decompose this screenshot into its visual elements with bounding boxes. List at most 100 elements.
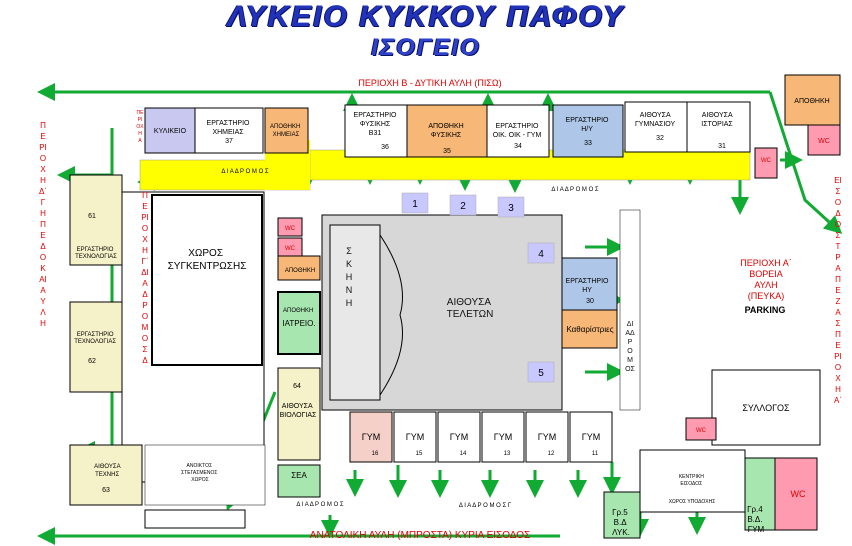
chem-lab-label: ΕΡΓΑΣΤΗΡΙΟ ΧΗΜΕΙΑΣ 37: [207, 120, 252, 145]
cs-lab-30-line-2: ΗΥ: [582, 287, 592, 294]
wc-ne2-room: [754, 147, 778, 179]
tech-lab-61-line-1: 61: [88, 213, 96, 220]
area-bottom-label: ΑΝΑΤΟΛΙΚΗ ΑΥΛΗ (ΜΠΡΟΣΤΑ) ΚΥΡΙΑ ΕΙΣΟΔΟΣ: [309, 530, 531, 541]
tech-lab-62-line-2: ΤΕΧΝΟΛΟΓΙΑΣ: [74, 339, 116, 345]
phys-lab-line-1: ΕΡΓΑΣΤΗΡΙΟ: [354, 112, 397, 119]
north-yard-line-4: (ΠΕΥΚΑ): [747, 291, 785, 301]
corridor-north-left-label: Δ Ι Α Δ Ρ Ο Μ Ο Σ: [221, 169, 269, 175]
wc-center-2-label: WC: [285, 246, 296, 252]
tech-lab-61-label: 61 ΕΡΓΑΣΤΗΡΙΟ ΤΕΧΝΟΛΟΓΙΑΣ: [75, 213, 117, 260]
chem-store-room: [264, 107, 309, 154]
canteen-room: [144, 107, 196, 154]
marker-box-3: [497, 196, 525, 218]
parking-label: PARKING: [745, 305, 786, 315]
area-top-label: ΠΕΡΙΟΧΗ Β - ΔΥΤΙΚΗ ΑΥΛΗ (ΠΙΣΩ): [358, 78, 502, 88]
wc-ne-label: WC: [818, 138, 830, 145]
marker-label-4: 4: [538, 249, 544, 260]
wc-ne2-label: WC: [761, 158, 772, 164]
stage-label: Σ Κ Η Ν Η: [345, 246, 355, 308]
biology-line-1: 64: [293, 383, 301, 390]
phys-lab-line-4: 36: [381, 144, 389, 151]
marker-label-1: 1: [412, 199, 418, 210]
infirmary-room: [277, 291, 321, 355]
gr4-line-1: Γρ.4: [747, 505, 763, 514]
gym-hall-room: [624, 101, 688, 153]
wc-center-1-label: WC: [285, 226, 296, 232]
infirmary-line-1: ΑΠΟΘΗΚΗ: [283, 308, 313, 314]
gym-name-15: ΓΥΜ: [406, 432, 424, 442]
phys-lab-room: [344, 104, 408, 158]
gym-hall-label: ΑΙΘΟΥΣΑ ΓΥΜΝΑΣΙΟΥ 32: [635, 112, 677, 142]
gym-name-14: ΓΥΜ: [450, 432, 468, 442]
gym-name-13: ΓΥΜ: [494, 432, 512, 442]
storage-ne-room: [784, 74, 841, 126]
tech-lab-62-room: [69, 301, 123, 393]
home-ec-line-1: ΕΡΓΑΣΤΗΡΙΟ: [496, 123, 539, 130]
biology-line-2: ΑΙΘΟΥΣΑ: [282, 403, 313, 410]
chem-lab-line-1: ΕΡΓΑΣΤΗΡΙΟ: [207, 120, 250, 127]
assembly-room: [151, 194, 263, 366]
gym-room-15: [393, 411, 437, 463]
cs-lab-30-line-1: ΕΡΓΑΣΤΗΡΙΟ: [566, 278, 609, 285]
store-small-room: [277, 255, 321, 281]
gym-room-14: [437, 411, 481, 463]
cleaners-label: Καθαρίστριες: [566, 325, 613, 334]
wc-se2-label: WC: [791, 489, 806, 499]
east-corridor: [619, 209, 641, 411]
stage-area: [329, 224, 381, 401]
cs-lab-30-label: ΕΡΓΑΣΤΗΡΙΟ ΗΥ 30: [566, 278, 611, 305]
area-left-label: ΠΕΡΙΟΧΗ Δ΄ ΓΗΠΕΔΟ ΚΑΙ ΑΥΛΗ: [38, 121, 50, 328]
art-hall-room: [69, 444, 143, 506]
history-hall-line-3: 31: [718, 143, 726, 150]
art-hall-label: ΑΙΘΟΥΣΑ ΤΕΧΝΗΣ 63: [94, 464, 122, 494]
tech-lab-62-line-1: ΕΡΓΑΣΤΗΡΙΟ: [77, 332, 114, 338]
gym-name-12: ΓΥΜ: [538, 432, 556, 442]
canteen-label: ΚΥΛΙΚΕΙΟ: [154, 128, 187, 135]
tech-lab-62-line-3: 62: [88, 358, 96, 365]
gr5-room: [603, 491, 641, 539]
open-space-line-3: ΧΩΡΟΣ: [191, 477, 208, 483]
phys-lab-line-2: ΦΥΣΙΚΗΣ: [360, 121, 391, 128]
cs-lab-30-room: [561, 257, 618, 311]
infirmary-label: ΑΠΟΘΗΚΗ ΙΑΤΡΕΙΟ.: [282, 308, 315, 328]
marker-box-4: [527, 242, 555, 264]
events-hall-label: ΑΙΘΟΥΣΑ ΤΕΛΕΤΩΝ: [447, 297, 494, 320]
gr4-label: Γρ.4 Β.Δ. ΓΥΜ: [747, 505, 765, 534]
north-yard-line-2: ΒΟΡΕΙΑ: [749, 269, 783, 279]
gym-room-12: [525, 411, 569, 463]
phys-store-line-1: ΑΠΟΘΗΚΗ: [428, 123, 463, 130]
assembly-line-1: ΧΩΡΟΣ: [188, 248, 223, 259]
gym-hall-line-3: 32: [656, 135, 664, 142]
tech-lab-61-room: [69, 174, 123, 266]
gym-number-16: 16: [372, 451, 379, 457]
area-left-inner-label: ΠΕΡΙΟΧΗ Γ΄ ΔΙΑΔΡΟΜΟΣ Δ: [141, 191, 151, 365]
sea-room: [277, 464, 321, 498]
corridor-gamma-label: Δ Ι Α Δ Ρ Ο Μ Ο Σ Γ: [459, 503, 512, 509]
cs-lab-33-line-2: Η/Υ: [581, 126, 593, 133]
events-hall-line-1: ΑΙΘΟΥΣΑ: [447, 297, 492, 308]
gr5-line-3: ΛΥΚ.: [612, 528, 630, 537]
phys-lab-label: ΕΡΓΑΣΤΗΡΙΟ ΦΥΣΙΚΗΣ Β31 36: [354, 112, 399, 151]
history-hall-line-2: ΙΣΤΟΡΙΑΣ: [701, 121, 733, 128]
wc-center-1: [277, 217, 303, 237]
arrow-right-route: [768, 91, 843, 235]
open-space-line-1: ΑΝΟΙΚΤΟΣ: [187, 463, 213, 469]
biology-line-3: ΒΙΟΛΟΓΙΑΣ: [280, 412, 317, 419]
gym-number-14: 14: [460, 451, 467, 457]
stage-curve: [379, 234, 403, 396]
north-yard-line-3: ΑΥΛΗ: [754, 280, 778, 290]
marker-label-3: 3: [508, 203, 514, 214]
entrance-hall-line-1: ΚΕΝΤΡΙΚΗ: [679, 474, 704, 480]
open-space-area: [144, 444, 266, 506]
art-hall-line-2: ΤΕΧΝΗΣ: [95, 472, 119, 478]
home-ec-room: [486, 104, 550, 158]
gr4-line-3: ΓΥΜ: [748, 525, 765, 534]
gym-number-15: 15: [416, 451, 423, 457]
marker-box-5: [527, 361, 555, 383]
open-space-line-2: ΣΤΕΓΑΣΜΕΝΟΣ: [181, 470, 217, 476]
gym-room-11: [569, 411, 613, 463]
tech-lab-61-line-2: ΕΡΓΑΣΤΗΡΙΟ: [77, 247, 114, 253]
chem-lab-line-3: 37: [225, 138, 233, 145]
